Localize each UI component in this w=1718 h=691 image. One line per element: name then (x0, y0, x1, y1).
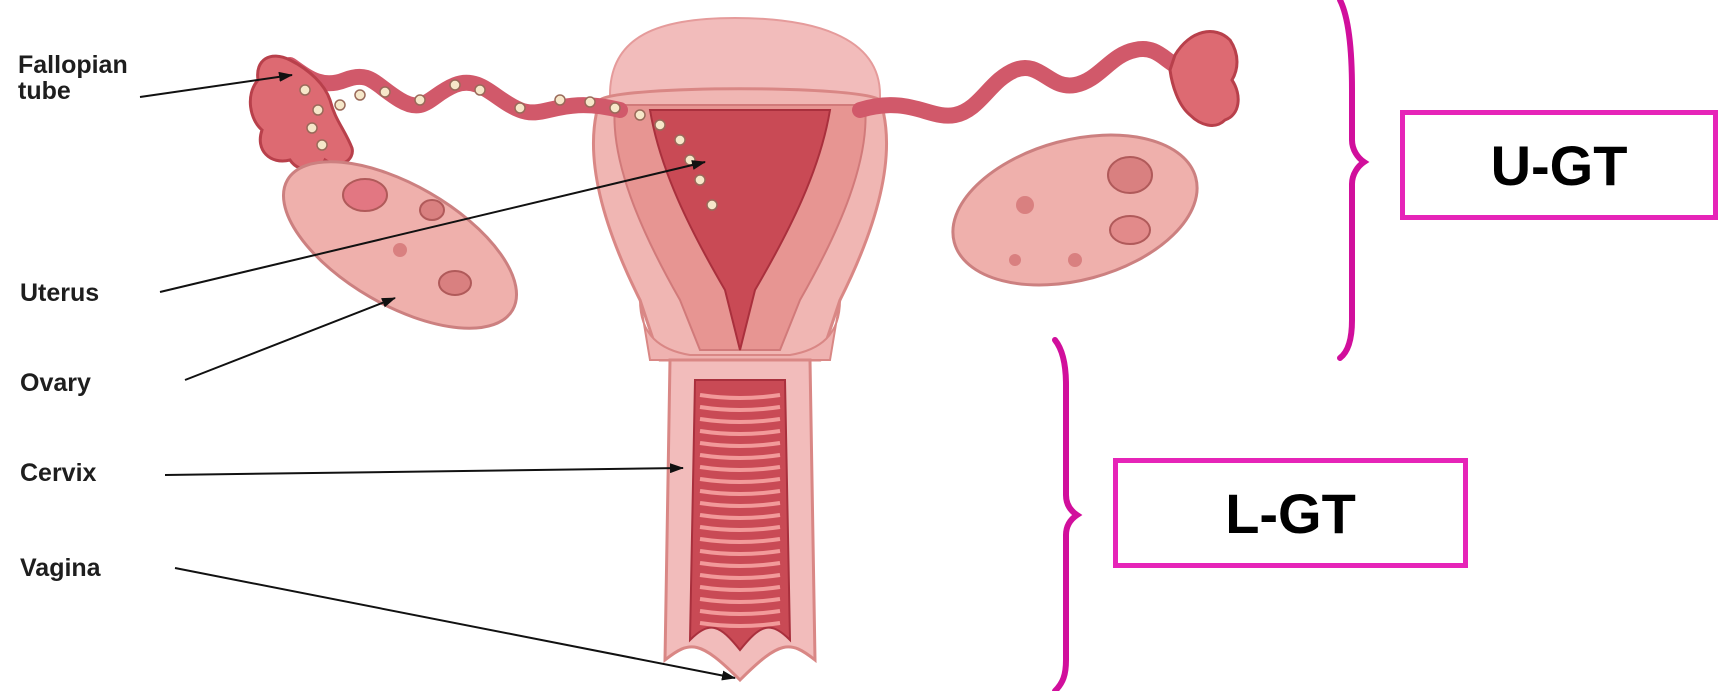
ovum-dot (707, 200, 717, 210)
ovum-dot (685, 155, 695, 165)
ovum-dot (695, 175, 705, 185)
ovary-arrow (185, 298, 395, 380)
right-ovary-follicle (1108, 157, 1152, 193)
upper-genital-tract-box: U-GT (1400, 110, 1718, 220)
right-ovary (936, 110, 1214, 310)
ovum-dot (355, 90, 365, 100)
left-fimbriae (250, 56, 352, 169)
cervix-label: Cervix (20, 460, 96, 486)
right-fallopian-tube (860, 49, 1175, 116)
ovum-dot (675, 135, 685, 145)
ovum-dot (450, 80, 460, 90)
right-fimbriae (1170, 32, 1238, 126)
ovary-label: Ovary (20, 370, 91, 396)
lower-genital-tract-box: L-GT (1113, 458, 1468, 568)
right-ovary-follicle (1016, 196, 1034, 214)
lower-genital-tract-brace (1055, 340, 1077, 691)
ovum-dot (380, 87, 390, 97)
vagina-arrow (175, 568, 735, 678)
right-ovary-follicle (1110, 216, 1150, 244)
ovum-dot (415, 95, 425, 105)
upper-genital-tract-brace (1340, 0, 1364, 358)
left-ovary-follicle (393, 243, 407, 257)
ovum-dot (585, 97, 595, 107)
right-ovary-follicle (1009, 254, 1021, 266)
ovum-dot (317, 140, 327, 150)
ovum-dot (313, 105, 323, 115)
ovum-dot (475, 85, 485, 95)
ovum-dot (300, 85, 310, 95)
vagina-label: Vagina (20, 555, 101, 581)
uterus-label: Uterus (20, 280, 99, 306)
fallopian-tube-label-line1: Fallopian (18, 52, 128, 78)
ovum-dot (610, 103, 620, 113)
ovum-dot (307, 123, 317, 133)
fallopian-tube-label: Fallopian tube (18, 52, 128, 104)
left-ovary-follicle (439, 271, 471, 295)
ovum-dot (555, 95, 565, 105)
ovum-dot (635, 110, 645, 120)
ovum-dot (335, 100, 345, 110)
fallopian-tube-label-line2: tube (18, 78, 128, 104)
ovum-dot (655, 120, 665, 130)
right-ovary-follicle (1068, 253, 1082, 267)
ovum-dot (515, 103, 525, 113)
cervix-arrow (165, 468, 683, 475)
left-ovary-follicle (343, 179, 387, 211)
left-ovary-follicle (420, 200, 444, 220)
